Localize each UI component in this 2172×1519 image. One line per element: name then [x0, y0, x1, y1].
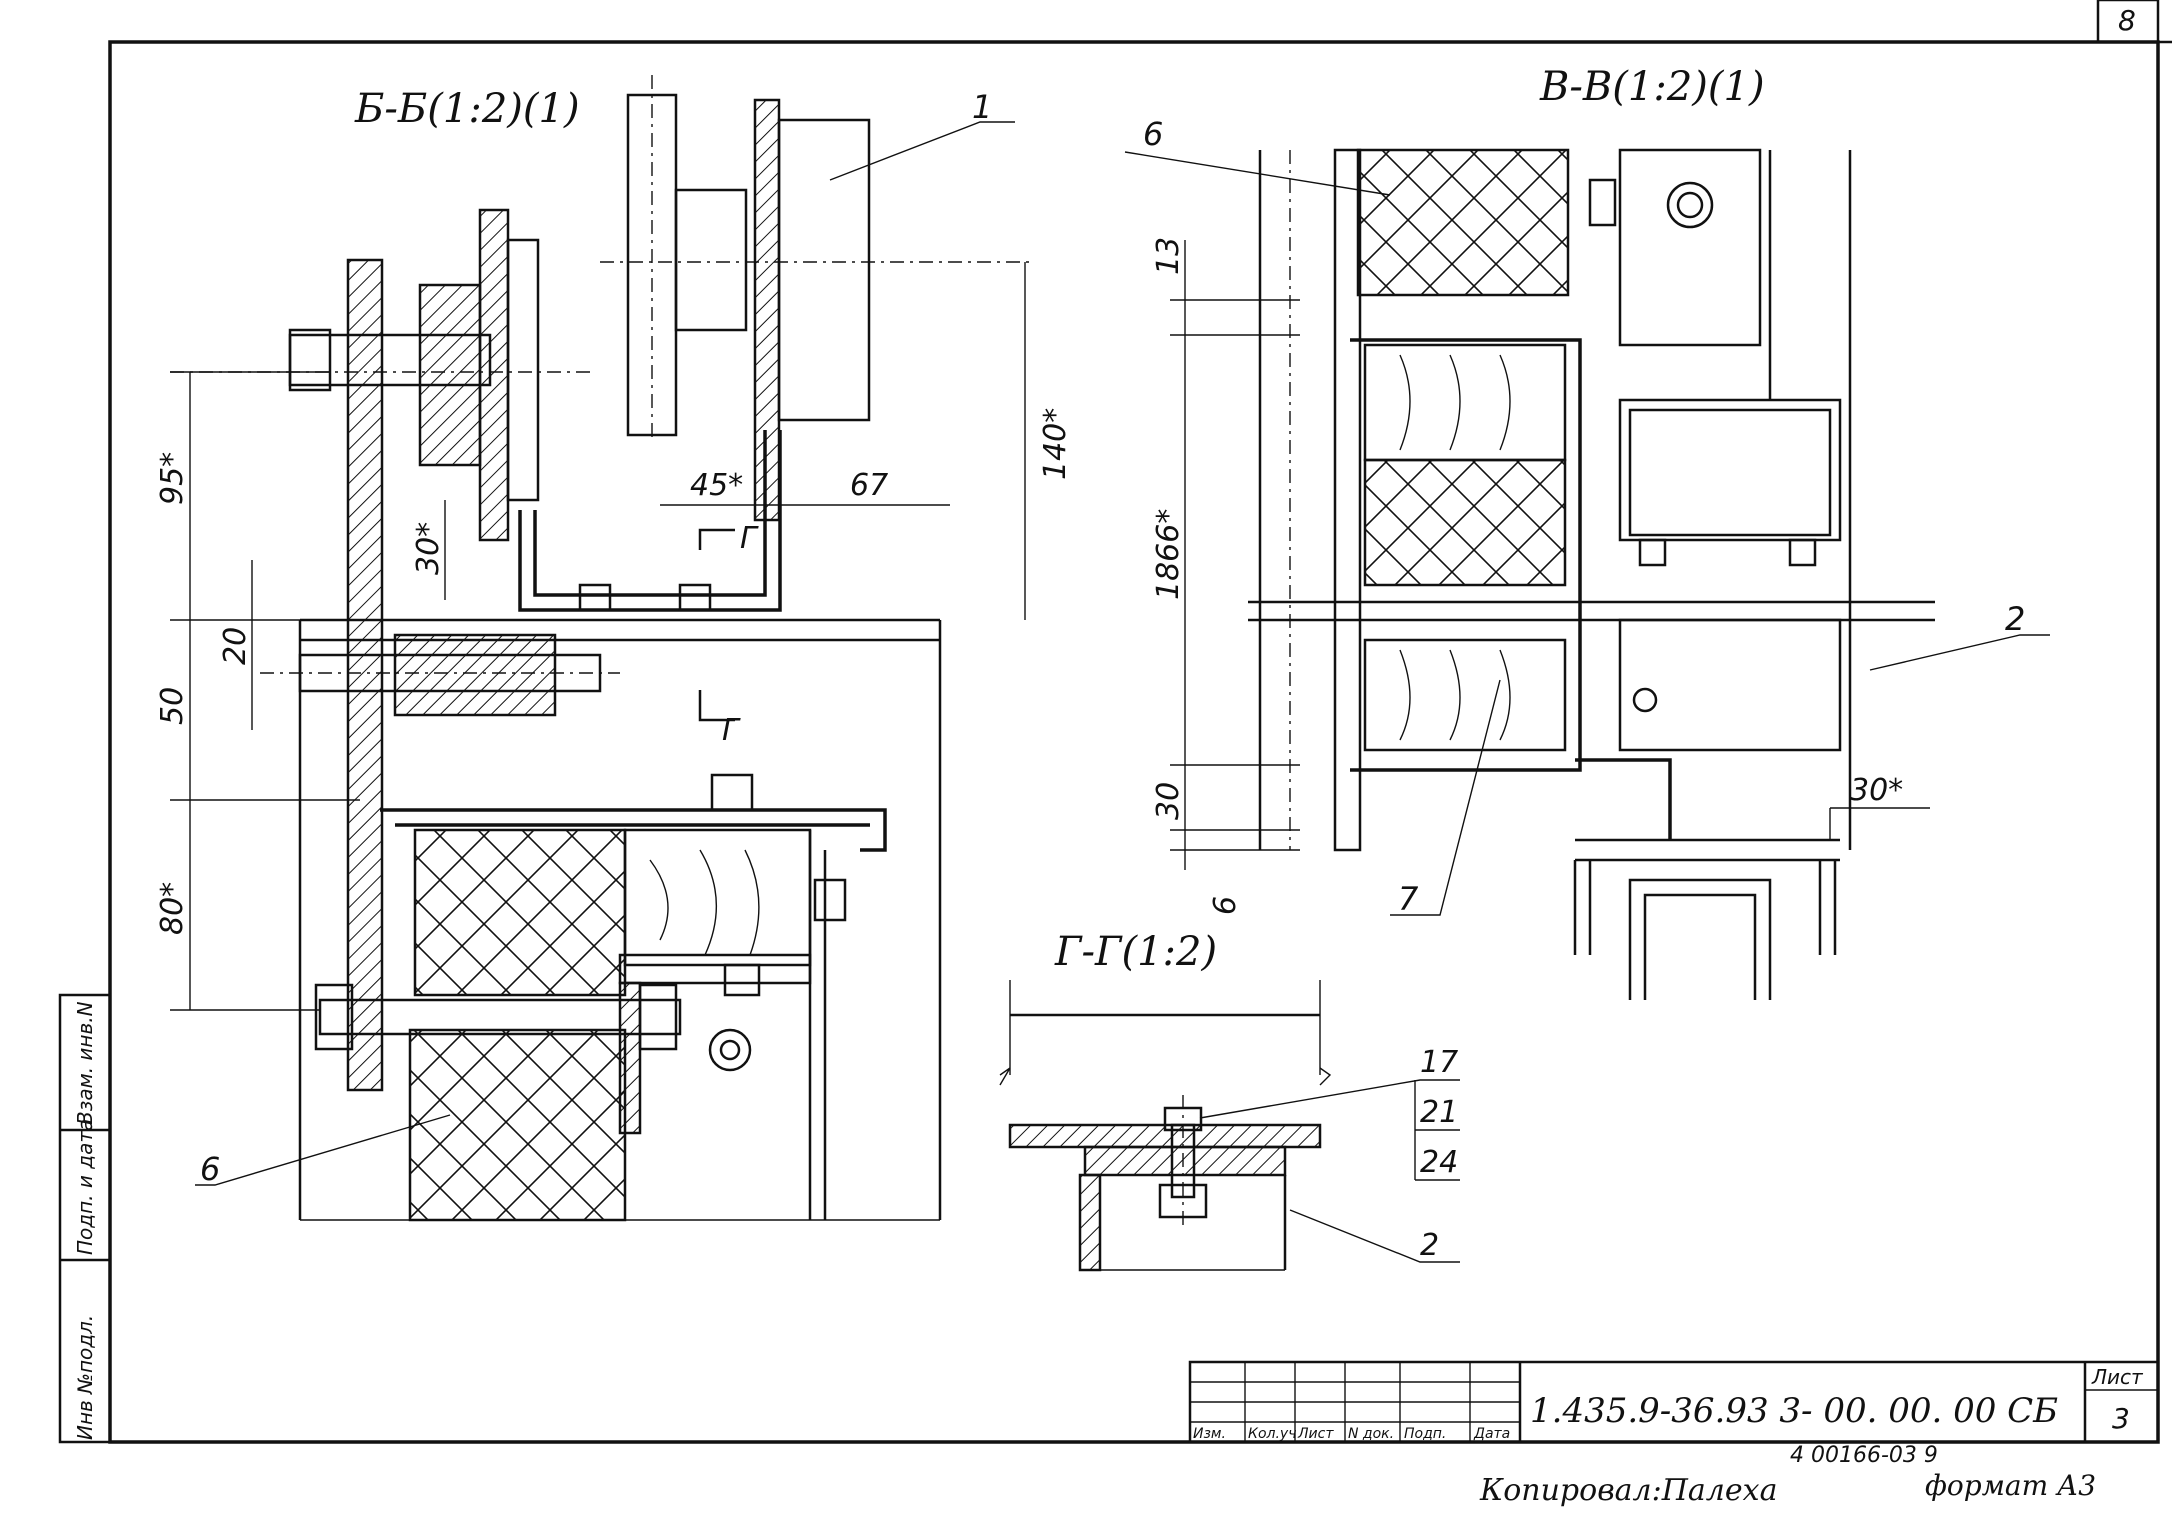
side-stamp: Инв №подл. Подп. и дата Взам. инв.N: [58, 993, 112, 1444]
callout-2-right: 2: [2005, 600, 2025, 638]
cut-label-g-upper: Г: [740, 521, 759, 556]
tb-col-date: Дата: [1473, 1426, 1510, 1442]
page-number: 3: [2112, 1402, 2130, 1435]
dim-67: 67: [850, 468, 888, 503]
callout-2-bottom: 2: [1420, 1228, 1439, 1263]
tb-col-qty: Кол.уч: [1248, 1426, 1296, 1442]
tb-col-change: Изм.: [1193, 1426, 1226, 1442]
dim-30-bottom: 30: [1151, 782, 1186, 820]
drawing-frame: [108, 0, 2172, 1444]
corner-sheet-number: 8: [2118, 4, 2136, 37]
dim-6: 6: [1208, 896, 1243, 915]
stamp-inventory-label: Инв №подл.: [73, 1315, 97, 1440]
callout-6-left: 6: [200, 1150, 220, 1188]
callout-1: 1: [972, 88, 992, 126]
dim-30-right: 30*: [1850, 773, 1903, 808]
section-b-b: Б-Б(1:2)(1): [170, 75, 1030, 1222]
callout-24: 24: [1420, 1145, 1458, 1180]
tb-col-sign: Подп.: [1404, 1426, 1446, 1442]
copied-by: Копировал:Палеха: [1479, 1473, 1777, 1508]
section-v-v-title: В-В(1:2)(1): [1539, 64, 1765, 110]
dim-80: 80*: [155, 882, 190, 935]
callout-7: 7: [1398, 880, 1419, 918]
inventory-code: 4 00166-03 9: [1790, 1443, 1938, 1468]
sheet-format: формат А3: [1925, 1469, 2096, 1502]
dim-30-top: 30*: [411, 522, 446, 575]
stamp-signature-label: Подп. и дата: [73, 1119, 97, 1255]
callout-17: 17: [1420, 1045, 1458, 1080]
dim-20: 20: [218, 627, 253, 665]
dim-95: 95*: [155, 452, 190, 505]
callout-6-right: 6: [1143, 115, 1163, 153]
page-label-header: Лист: [2091, 1365, 2144, 1389]
cut-label-g-lower: Г: [722, 713, 741, 748]
section-v-v: В-В(1:2)(1): [1124, 64, 2050, 1000]
dim-45: 45*: [690, 468, 743, 503]
section-g-g: Г-Г(1:2): [999, 929, 1460, 1272]
stamp-replace-label: Взам. инв.N: [73, 1001, 97, 1125]
title-block: [1188, 1360, 2160, 1444]
section-g-g-title: Г-Г(1:2): [1054, 929, 1217, 975]
dim-1866: 1866*: [1151, 509, 1186, 600]
document-code: 1.435.9-36.93 3- 00. 00. 00 СБ: [1530, 1391, 2058, 1431]
tb-col-sheet: Лист: [1297, 1426, 1334, 1442]
dim-50: 50: [155, 687, 190, 725]
tb-col-doc: N док.: [1348, 1426, 1394, 1442]
callout-21: 21: [1420, 1095, 1458, 1130]
dim-140: 140*: [1038, 408, 1073, 480]
section-b-b-title: Б-Б(1:2)(1): [354, 86, 580, 132]
dim-13: 13: [1151, 237, 1186, 275]
